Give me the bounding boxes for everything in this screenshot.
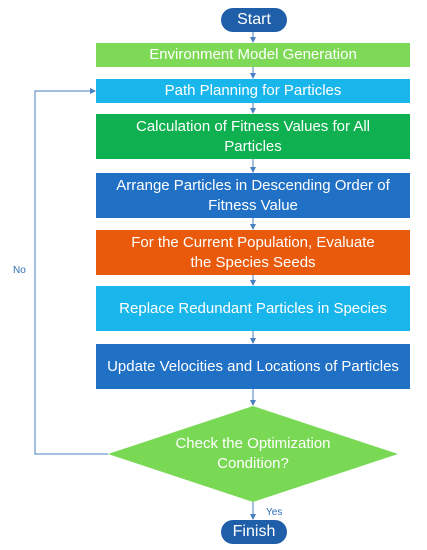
fitness-label: Calculation of Fitness Values for All Pa… <box>135 117 370 155</box>
start-label: Start <box>237 11 271 28</box>
arrange-box <box>96 173 410 218</box>
finish-terminal <box>221 520 287 544</box>
replace-box <box>96 286 410 331</box>
yes-edge-label: Yes <box>266 507 283 518</box>
arrange-label: Arrange Particles in Descending Order of… <box>116 176 390 214</box>
env-model-label: Environment Model Generation <box>149 46 357 63</box>
check-condition-label: Check the Optimization Condition? <box>175 435 331 472</box>
connectors <box>34 32 256 520</box>
update-label: Update Velocities and Locations of Parti… <box>107 357 399 375</box>
no-edge-label: No <box>13 265 26 276</box>
update-box <box>96 344 410 389</box>
env-model-box <box>96 43 410 67</box>
path-planning-label: Path Planning for Particles <box>164 82 342 99</box>
species-seeds-label: For the Current Population, Evaluate the… <box>131 233 375 271</box>
finish-label: Finish <box>232 523 276 540</box>
path-planning-box <box>96 79 410 103</box>
check-decision-diamond <box>108 406 398 502</box>
arrow-no-loop-back <box>34 88 108 455</box>
species-seeds-box <box>96 230 410 275</box>
replace-label: Replace Redundant Particles in Species <box>119 299 387 317</box>
start-terminal <box>221 8 287 32</box>
fitness-box <box>96 114 410 159</box>
